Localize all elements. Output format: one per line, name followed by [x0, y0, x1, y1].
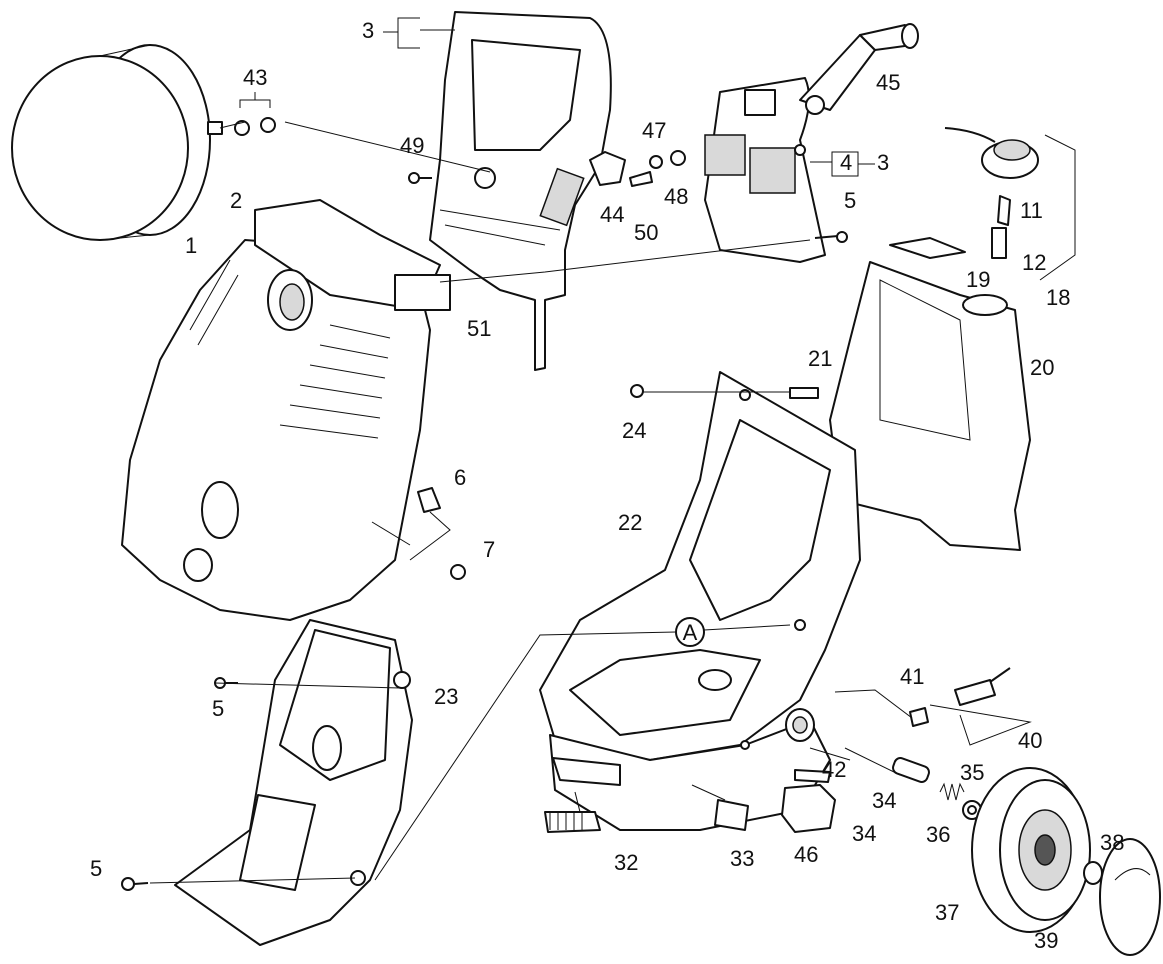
callout-1: 1: [185, 233, 197, 258]
clip-41: [834, 689, 929, 727]
handle-frame: [429, 11, 612, 371]
clip-6: [371, 487, 451, 561]
wheel-37: [971, 767, 1091, 933]
hose-reel-drum: [11, 44, 223, 241]
callout-labels: 1 2 3 3 4 5 5 5 6 7 11 12 18 19 20 21 22…: [90, 18, 1124, 953]
callout-36: 36: [926, 822, 950, 847]
callout-45: 45: [876, 70, 900, 95]
hub-cap-39: [1099, 838, 1161, 956]
callout-5c: 5: [90, 856, 102, 881]
detail-marker-label: A: [683, 620, 698, 645]
bolt-21: [789, 387, 819, 399]
callout-3b: 3: [877, 150, 889, 175]
screw-5-top: [814, 231, 848, 243]
callout-51: 51: [467, 316, 491, 341]
callout-18: 18: [1046, 285, 1070, 310]
front-cover: [121, 199, 451, 621]
spring-35: [939, 782, 965, 801]
washer-38: [1083, 861, 1103, 885]
callout-5a: 5: [844, 188, 856, 213]
callout-37: 37: [935, 900, 959, 925]
callout-22: 22: [618, 510, 642, 535]
callout-49: 49: [400, 133, 424, 158]
callout-41: 41: [900, 664, 924, 689]
callout-6: 6: [454, 465, 466, 490]
callout-2: 2: [230, 188, 242, 213]
callout-46: 46: [794, 842, 818, 867]
callout-12: 12: [1022, 250, 1046, 275]
sensor-40: [929, 667, 1032, 746]
callout-48: 48: [664, 184, 688, 209]
pin-42: [794, 769, 831, 783]
main-frame: [539, 371, 861, 761]
callout-40: 40: [1018, 728, 1042, 753]
knob-assembly: [589, 150, 686, 187]
callout-4-box: [810, 151, 859, 177]
callout-23: 23: [434, 684, 458, 709]
crank-handle: [799, 23, 919, 115]
screw-5-low: [121, 877, 149, 891]
callout-47: 47: [642, 118, 666, 143]
water-tank: [829, 261, 1031, 551]
callout-21: 21: [808, 346, 832, 371]
callout-42: 42: [822, 757, 846, 782]
callout-38: 38: [1100, 830, 1124, 855]
callout-4: 4: [840, 150, 852, 175]
callout-33: 33: [730, 846, 754, 871]
callout-34a: 34: [872, 788, 896, 813]
callout-3a-bracket: [383, 17, 455, 49]
bushing-46: [781, 784, 836, 833]
bracket-18: [1039, 134, 1076, 281]
callout-5b: 5: [212, 696, 224, 721]
callout-50: 50: [634, 220, 658, 245]
bracket-19: [889, 237, 966, 259]
reel-pins-43: [234, 92, 276, 136]
callout-20: 20: [1030, 355, 1054, 380]
label-plate-33: [714, 799, 749, 831]
foot-32: [544, 811, 601, 833]
callout-32: 32: [614, 850, 638, 875]
callout-24: 24: [622, 418, 646, 443]
tank-cap: [944, 127, 1039, 259]
sleeve-34: [892, 757, 930, 783]
detail-marker-a: A: [374, 617, 791, 881]
callout-3a: 3: [362, 18, 374, 43]
rear-chassis: [174, 619, 413, 946]
callout-34b: 34: [852, 821, 876, 846]
callout-35: 35: [960, 760, 984, 785]
screw-49: [408, 172, 432, 184]
callout-44: 44: [600, 202, 624, 227]
screw-7: [450, 564, 466, 580]
callout-43: 43: [243, 65, 267, 90]
callout-19: 19: [966, 267, 990, 292]
washer-24: [630, 384, 644, 398]
side-panel: [704, 77, 826, 263]
callout-11: 11: [1020, 198, 1043, 223]
callout-39: 39: [1034, 928, 1058, 953]
callout-7: 7: [483, 537, 495, 562]
